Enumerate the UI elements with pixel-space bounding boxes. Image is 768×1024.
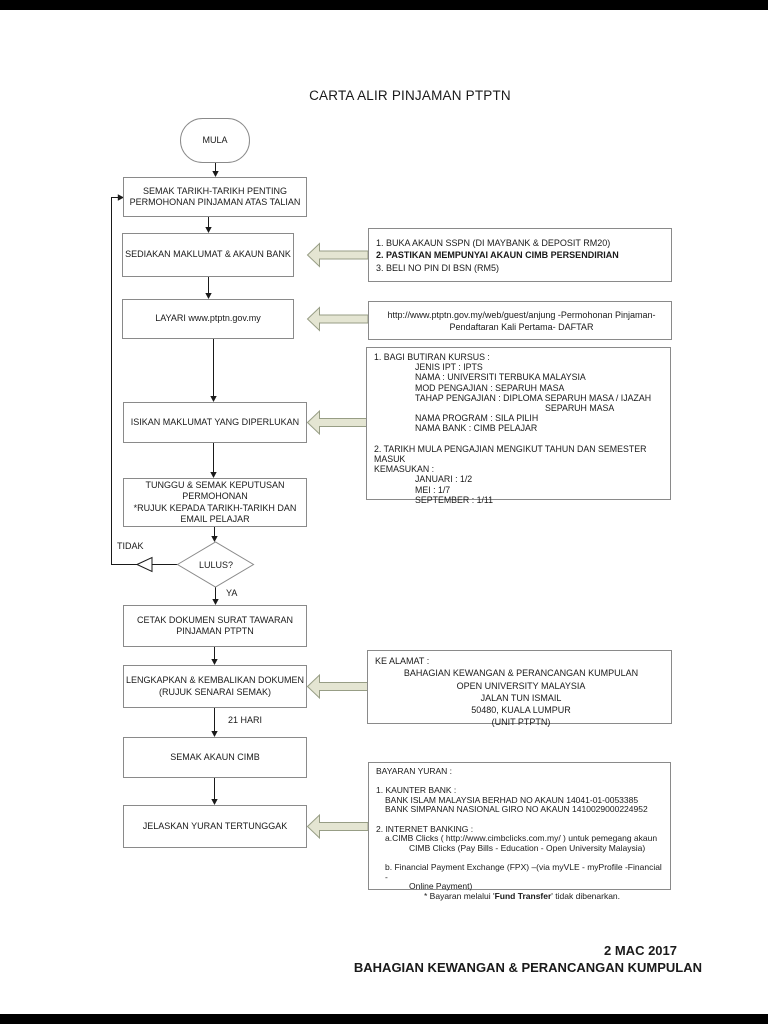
note-line: JANUARI : 1/2 [415, 474, 473, 485]
note-heading: KE ALAMAT : [375, 656, 430, 666]
step-isikan-maklumat: ISIKAN MAKLUMAT YANG DIPERLUKAN [123, 402, 307, 443]
footer-department: BAHAGIAN KEWANGAN & PERANCANGAN KUMPULAN [353, 960, 702, 975]
note-line: TAHAP PENGAJIAN : DIPLOMA SEPARUH MASA /… [415, 392, 652, 403]
step-lengkapkan-dokumen: LENGKAPKAN & KEMBALIKAN DOKUMEN (RUJUK S… [123, 665, 307, 708]
note-line: 2. PASTIKAN MEMPUNYAI AKAUN CIMB PERSEND… [376, 250, 619, 261]
note-line: a.CIMB Clicks ( http://www.cimbclicks.co… [385, 833, 658, 844]
page-bottom-bar [0, 1014, 768, 1024]
step-jelaskan-yuran: JELASKAN YURAN TERTUNGGAK [123, 805, 307, 848]
note-line: * Bayaran melalui 'Fund Transfer' tidak … [376, 890, 666, 902]
start-terminator: MULA [180, 118, 250, 163]
label-21-hari: 21 HARI [228, 715, 263, 725]
note-line: CIMB Clicks (Pay Bills - Education - Ope… [409, 842, 646, 853]
note-line: MASUK [374, 454, 406, 465]
step-layari-ptptn: LAYARI www.ptptn.gov.my [122, 299, 294, 339]
label-tidak: TIDAK [117, 541, 144, 551]
note-line: 2. TARIKH MULA PENGAJIAN MENGIKUT TAHUN … [374, 443, 647, 454]
note-bayaran-yuran: BAYARAN YURAN : 1. KAUNTER BANK : BANK I… [368, 762, 671, 901]
page-top-bar [0, 0, 768, 10]
callout-arrow [306, 306, 369, 332]
fund-transfer-suffix: ' tidak dibenarkan. [551, 890, 621, 901]
note-line [374, 434, 666, 444]
step-semak-tarikh: SEMAK TARIKH-TARIKH PENTING PERMOHONAN P… [123, 177, 307, 217]
callout-arrow [306, 673, 369, 700]
note-line: 50480, KUALA LUMPUR [471, 705, 571, 716]
note-line: MOD PENGAJIAN : SEPARUH MASA [415, 382, 565, 393]
note-line: JALAN TUN ISMAIL [480, 692, 562, 703]
note-line: BANK ISLAM MALAYSIA BERHAD NO AKAUN 1404… [385, 794, 639, 805]
note-line: BAHAGIAN KEWANGAN & PERANCANGAN KUMPULAN [403, 668, 639, 679]
note-butiran-kursus: 1. BAGI BUTIRAN KURSUS : JENIS IPT : IPT… [366, 347, 671, 505]
note-ke-alamat: KE ALAMAT : BAHAGIAN KEWANGAN & PERANCAN… [367, 650, 672, 727]
note-line: MEI : 1/7 [415, 484, 451, 495]
note-line: 1. BAGI BUTIRAN KURSUS : [374, 352, 490, 362]
note-line: http://www.ptptn.gov.my/web/guest/anjung… [387, 310, 656, 320]
page-title: CARTA ALIR PINJAMAN PTPTN [309, 88, 511, 103]
note-line: OPEN UNIVERSITY MALAYSIA [456, 680, 586, 691]
note-line: KEMASUKAN : [374, 464, 435, 475]
tidak-open-arrowhead [135, 556, 153, 573]
note-akaun-bank: 1. BUKA AKAUN SSPN (DI MAYBANK & DEPOSIT… [368, 228, 672, 282]
note-line: Online Payment) [409, 881, 473, 892]
callout-arrow [306, 242, 369, 268]
step-semak-akaun-cimb: SEMAK AKAUN CIMB [123, 737, 307, 778]
note-heading: BAYARAN YURAN : [376, 766, 453, 776]
step-cetak-dokumen: CETAK DOKUMEN SURAT TAWARAN PINJAMAN PTP… [123, 605, 307, 647]
note-line: BANK SIMPANAN NASIONAL GIRO NO AKAUN 141… [385, 804, 648, 815]
note-line: NAMA BANK : CIMB PELAJAR [415, 423, 538, 434]
fund-transfer-prefix: * Bayaran melalui ' [424, 890, 495, 901]
note-url-pendaftaran: http://www.ptptn.gov.my/web/guest/anjung… [368, 301, 672, 340]
note-line: 3. BELI NO PIN DI BSN (RM5) [376, 262, 500, 273]
note-line: JENIS IPT : IPTS [415, 362, 483, 373]
label-ya: YA [226, 588, 238, 598]
decision-lulus: LULUS? [198, 559, 234, 570]
callout-arrow [306, 813, 369, 840]
callout-arrow [306, 409, 369, 436]
note-line: 2. INTERNET BANKING : [376, 823, 474, 834]
note-line: b. Financial Payment Exchange (FPX) –(vi… [385, 861, 662, 882]
note-line: NAMA PROGRAM : SILA PILIH [415, 413, 539, 424]
fund-transfer-bold: Fund Transfer [494, 890, 552, 901]
callout-arrows [306, 242, 369, 840]
note-line: 1. BUKA AKAUN SSPN (DI MAYBANK & DEPOSIT… [376, 238, 611, 248]
note-line: SEPTEMBER : 1/11 [415, 494, 494, 505]
note-line: (UNIT PTPTN) [491, 717, 551, 728]
note-line: SEPARUH MASA [545, 403, 615, 414]
step-sediakan-maklumat: SEDIAKAN MAKLUMAT & AKAUN BANK [122, 233, 294, 277]
note-line: NAMA : UNIVERSITI TERBUKA MALAYSIA [415, 372, 586, 383]
step-tunggu-semak: TUNGGU & SEMAK KEPUTUSAN PERMOHONAN *RUJ… [123, 478, 307, 527]
note-line: 1. KAUNTER BANK : [376, 785, 457, 796]
footer-date: 2 MAC 2017 [604, 943, 677, 958]
note-line: Pendaftaran Kali Pertama- DAFTAR [449, 322, 594, 333]
